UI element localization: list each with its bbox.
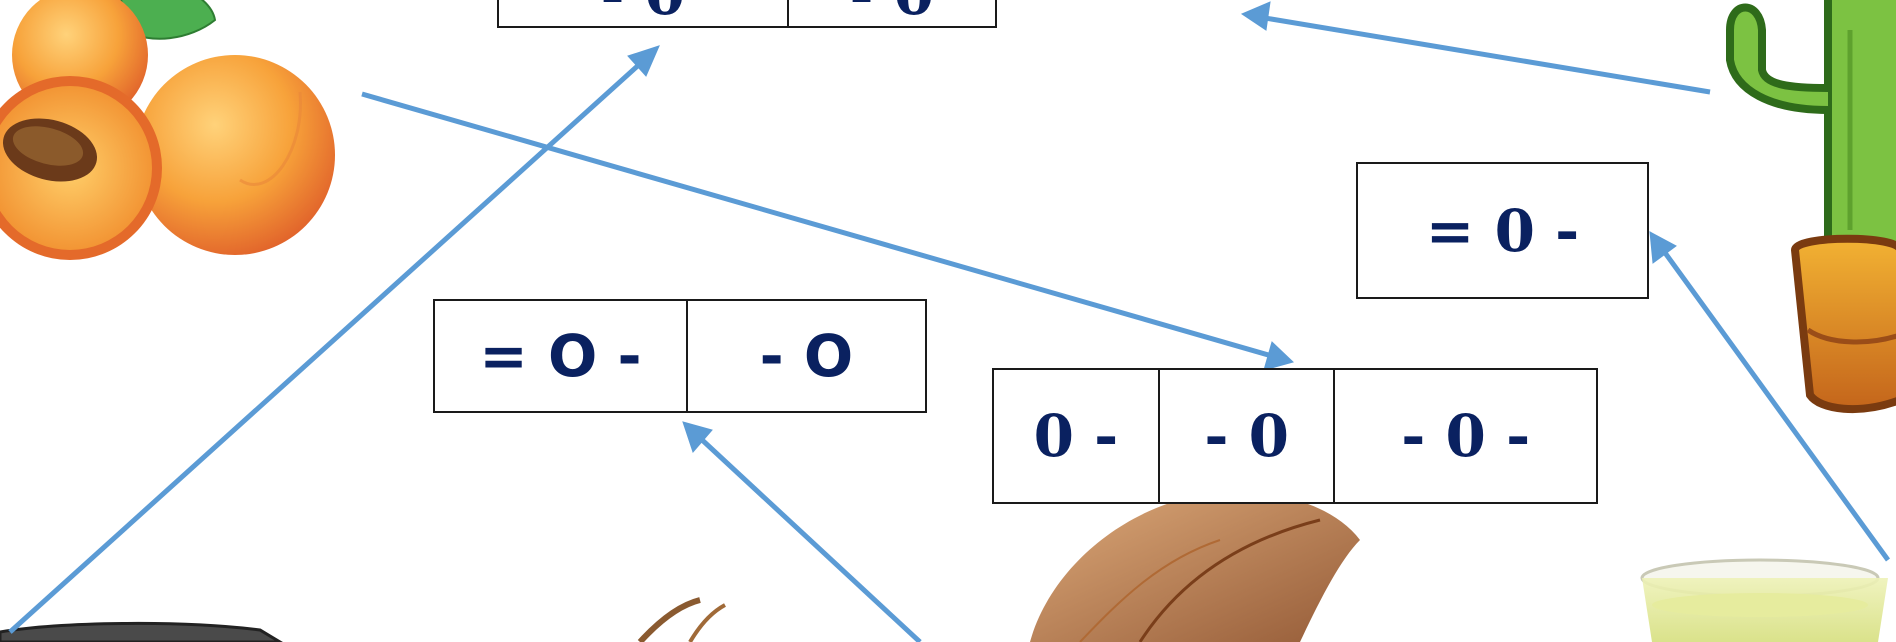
cactus-icon — [1730, 0, 1896, 409]
symbol-box-left: = O - - O — [433, 299, 927, 413]
symbol-cell: - 0 — [789, 0, 995, 26]
twig-icon — [640, 600, 725, 642]
apricot-icon — [0, 0, 335, 260]
arrow-cactus-to-top-box — [1242, 2, 1710, 92]
symbol-cell: - 0 — [499, 0, 789, 26]
tea-glass-icon — [1642, 560, 1888, 642]
symbol-cell: = O - — [435, 301, 688, 411]
symbol-cell: = 0 - — [1358, 164, 1647, 297]
symbol-cell: - 0 - — [1335, 370, 1596, 502]
symbol-cell: - 0 — [1160, 370, 1336, 502]
symbol-cell: - O — [688, 301, 925, 411]
symbol-box-top-partial: - 0 - 0 — [497, 0, 997, 28]
symbol-cell: 0 - — [994, 370, 1160, 502]
feather-icon — [1030, 492, 1360, 642]
symbol-box-right: = 0 - — [1356, 162, 1649, 299]
hat-icon — [0, 623, 280, 642]
symbol-box-middle: 0 - - 0 - 0 - — [992, 368, 1598, 504]
